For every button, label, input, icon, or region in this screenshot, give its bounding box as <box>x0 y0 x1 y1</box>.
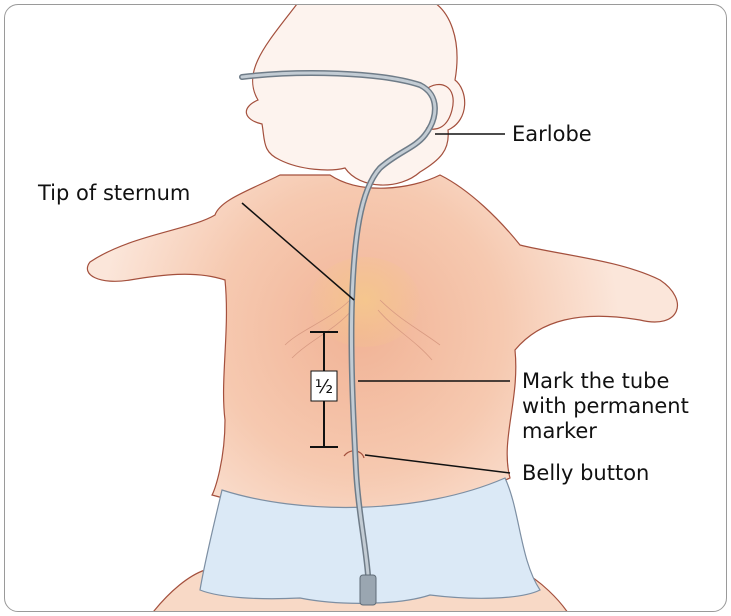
tip-of-sternum-label: Tip of sternum <box>37 181 190 205</box>
mark-tube-label-line1: Mark the tube <box>522 369 669 393</box>
tube-connector <box>360 575 376 605</box>
mark-tube-label-line2: with permanent <box>522 394 689 418</box>
mark-tube-label-line3: marker <box>522 419 597 443</box>
earlobe-label: Earlobe <box>512 122 592 146</box>
half-label: ½ <box>315 376 333 398</box>
belly-button-label: Belly button <box>522 461 649 485</box>
